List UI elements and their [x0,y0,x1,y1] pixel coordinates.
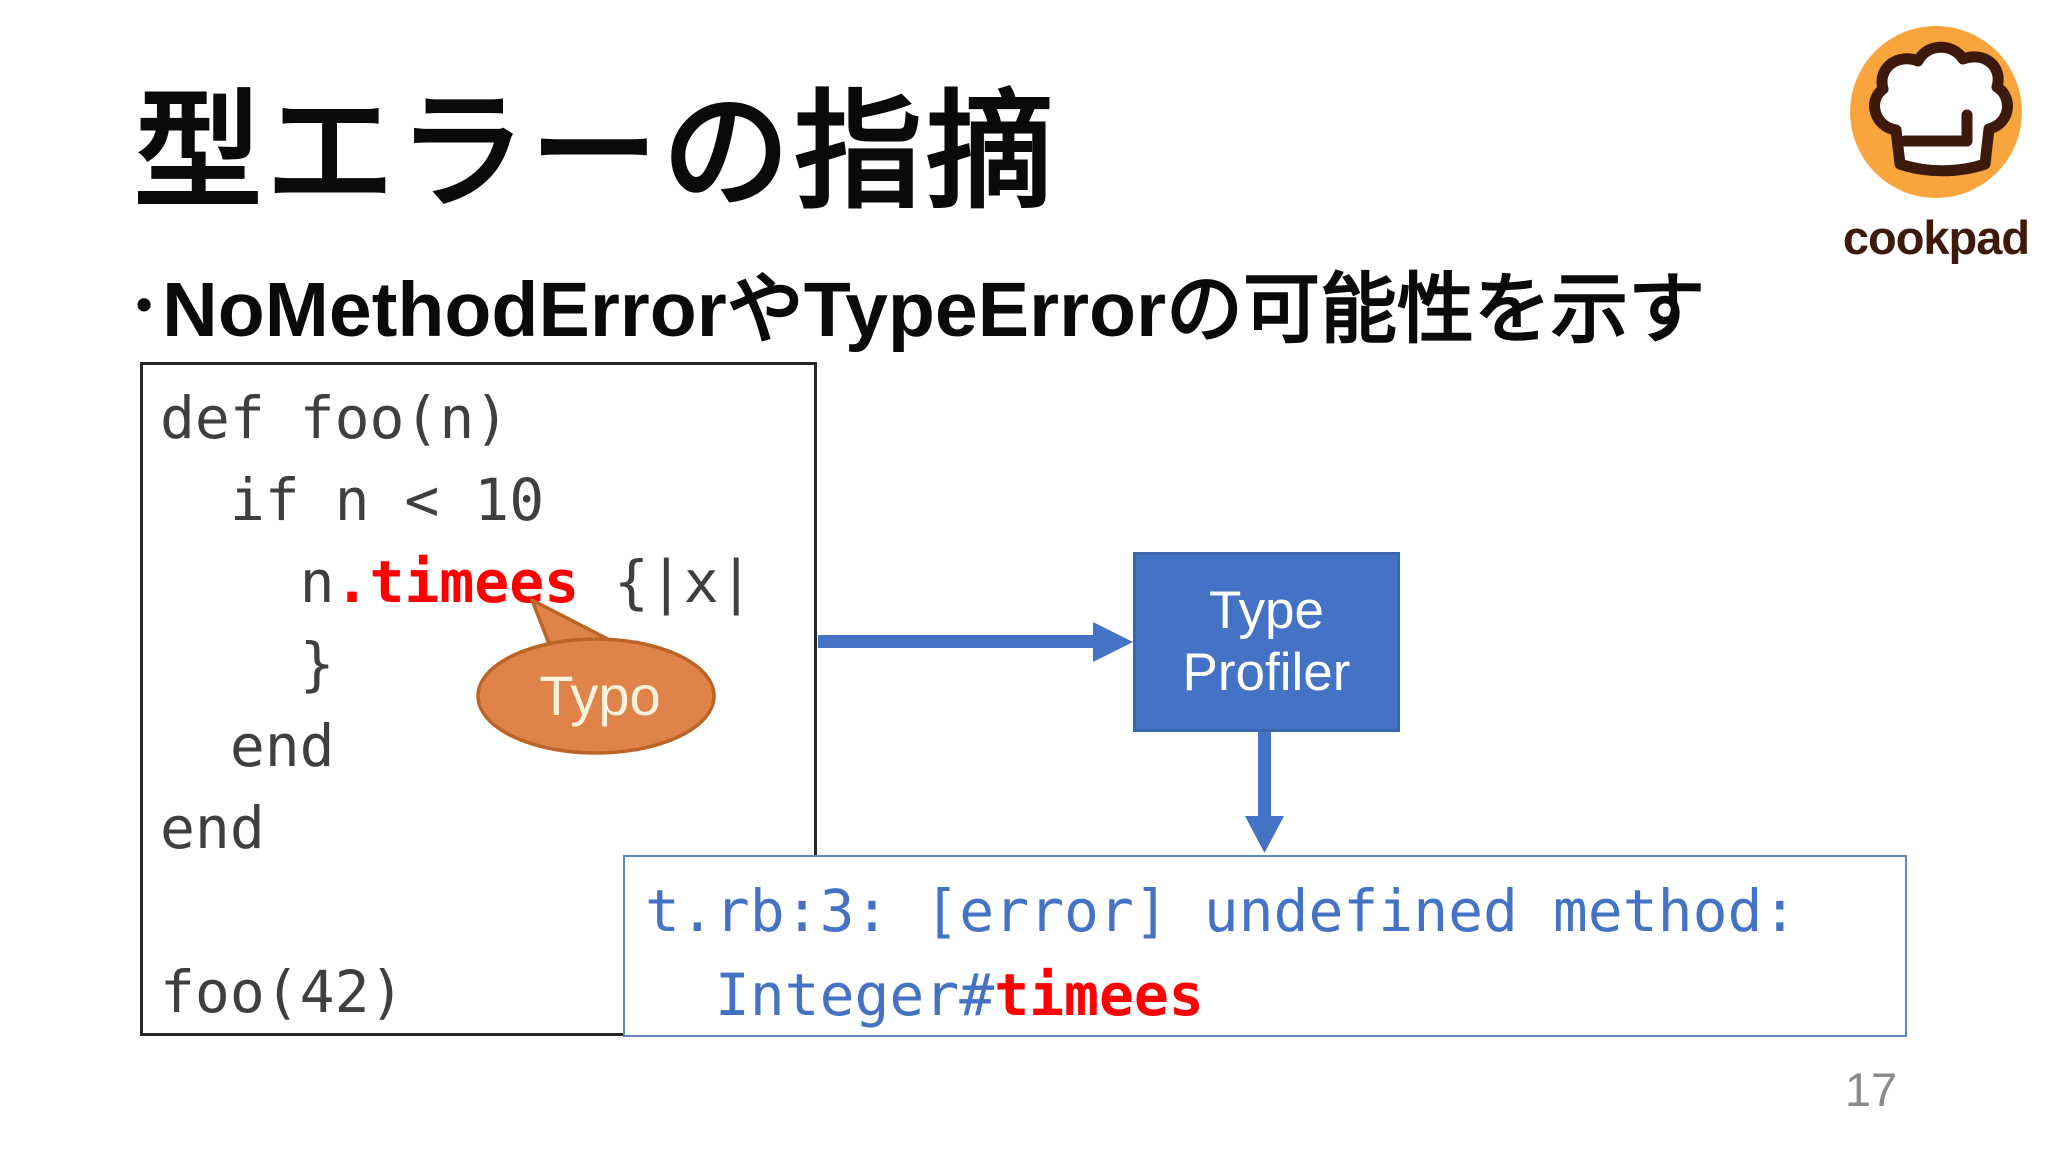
bullet-marker: • [136,277,153,330]
type-profiler-box: Type Profiler [1133,552,1400,732]
code-before-typo: def foo(n) if n < 10 n [160,384,545,616]
type-profiler-label: Type Profiler [1182,581,1351,702]
page-number: 17 [1844,1063,1898,1116]
bullet-line: • NoMethodErrorやTypeErrorの可能性を示す [136,248,1705,359]
error-typo-token: timees [994,961,1204,1029]
bullet-text: NoMethodErrorやTypeErrorの可能性を示す [162,267,1706,353]
arrow-down-icon [1245,732,1284,853]
callout-bubble [476,637,716,755]
logo-wordmark: cookpad [1843,211,2029,264]
error-output-text: t.rb:3: [error] undefined method: Intege… [625,857,1905,1037]
error-before-typo: t.rb:3: [error] undefined method: Intege… [645,877,1798,1029]
arrow-right-icon [818,622,1133,662]
slide-title: 型エラーの指摘 [134,81,1059,224]
typo-callout: Typo [476,598,716,755]
chef-hat-icon [1869,41,2013,177]
error-output-box: t.rb:3: [error] undefined method: Intege… [623,855,1907,1037]
cookpad-logo: cookpad [1843,26,2030,264]
callout-label: Typo [539,664,660,727]
code-text: def foo(n) if n < 10 n.timees {|x| } end… [143,365,814,1033]
code-after-typo: {|x| } end end foo(42) [160,548,754,1026]
